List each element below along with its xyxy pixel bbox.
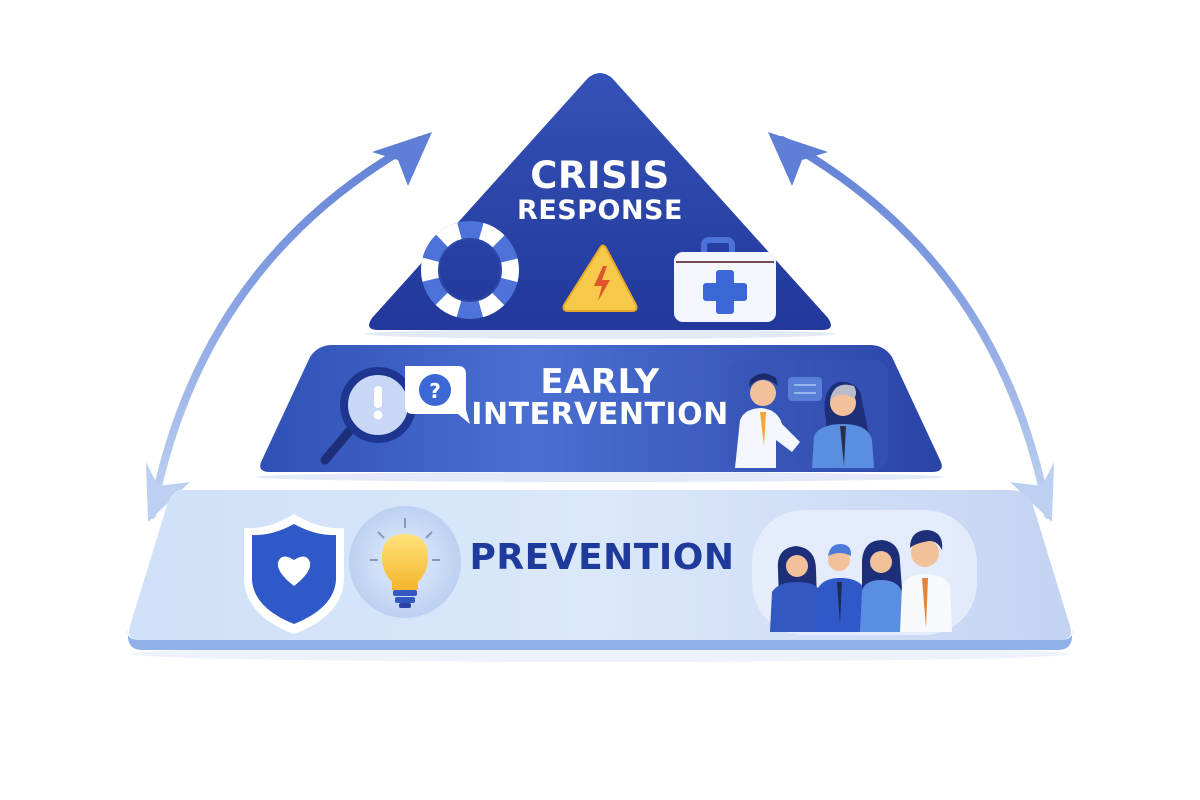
tier-subtitle-response: RESPONSE: [517, 195, 683, 226]
shield-heart-icon: [244, 514, 344, 634]
first-aid-kit-icon: [674, 237, 776, 322]
tier-subtitle-intervention: INTERVENTION: [471, 397, 729, 432]
tier-title-crisis: CRISIS: [530, 154, 670, 197]
question-speech-bubble-icon: ?: [405, 366, 470, 424]
lightbulb-icon: [349, 506, 461, 618]
tier-title-early: EARLY: [540, 362, 660, 402]
right-cycle-arrow: [768, 132, 1054, 522]
svg-text:?: ?: [429, 379, 441, 403]
counselor-and-client-illustration: [728, 360, 888, 470]
lifebuoy-icon: [421, 221, 519, 319]
tier-title-prevention: PREVENTION: [469, 537, 735, 578]
left-cycle-arrow: [146, 132, 432, 522]
tier-prevention: [127, 490, 1073, 650]
tier-crisis-response: [369, 73, 831, 330]
warning-lightning-icon: [562, 244, 638, 312]
team-group-illustration: [752, 510, 977, 635]
tier-early-intervention: ?: [260, 345, 942, 472]
